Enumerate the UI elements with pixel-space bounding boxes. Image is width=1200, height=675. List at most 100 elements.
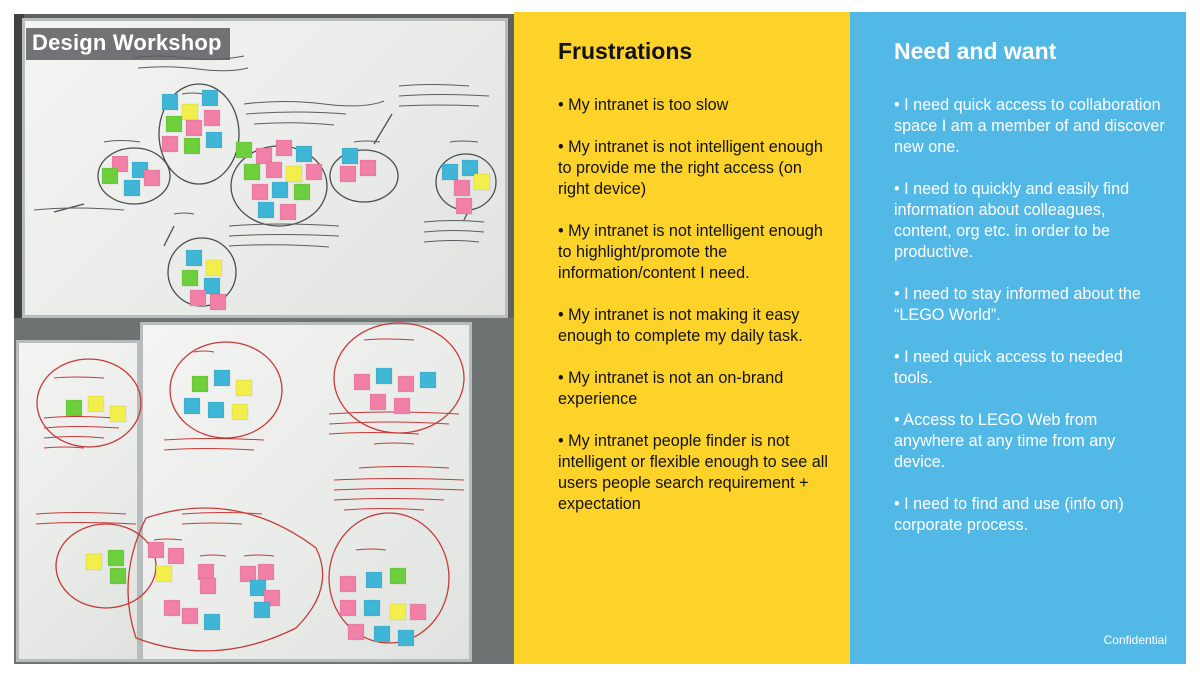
sticky-note xyxy=(375,367,393,385)
sticky-note xyxy=(359,159,377,177)
sticky-note xyxy=(295,145,313,163)
sticky-note xyxy=(253,601,271,619)
sticky-note xyxy=(393,397,411,415)
whiteboard-photo-bottom xyxy=(14,318,514,664)
frustration-item: • My intranet is not an on-brand experie… xyxy=(558,369,784,408)
sticky-note xyxy=(341,147,359,165)
frustrations-list: • My intranet is too slow • My intranet … xyxy=(558,95,830,515)
need-item: • I need quick access to collaboration s… xyxy=(894,96,1165,156)
sticky-note xyxy=(441,163,459,181)
sticky-note xyxy=(409,603,427,621)
sticky-note xyxy=(107,549,125,567)
sticky-note xyxy=(257,563,275,581)
sticky-note xyxy=(65,399,83,417)
frustrations-panel: Frustrations • My intranet is too slow •… xyxy=(514,12,850,664)
sticky-note xyxy=(201,89,219,107)
need-item: • I need to find and use (info on) corpo… xyxy=(894,495,1124,534)
sticky-note xyxy=(473,173,491,191)
sticky-note xyxy=(203,613,221,631)
sticky-note xyxy=(189,289,207,307)
sticky-note xyxy=(209,293,227,311)
sticky-note xyxy=(101,167,119,185)
sticky-note xyxy=(161,135,179,153)
sticky-note xyxy=(163,599,181,617)
sticky-note xyxy=(143,169,161,187)
sticky-note xyxy=(203,277,221,295)
whiteboard-bottom-drawing xyxy=(35,322,465,652)
needs-title: Need and want xyxy=(894,38,1057,64)
sticky-note xyxy=(199,577,217,595)
sticky-note xyxy=(389,567,407,585)
sticky-note xyxy=(363,599,381,617)
sticky-note xyxy=(161,93,179,111)
sticky-note xyxy=(365,571,383,589)
need-item: • I need quick access to needed tools. xyxy=(894,348,1123,387)
whiteboard-left-panel xyxy=(16,340,140,662)
sticky-note xyxy=(293,183,311,201)
sticky-note xyxy=(255,147,273,165)
sticky-note xyxy=(205,131,223,149)
sticky-note xyxy=(155,565,173,583)
sticky-note xyxy=(235,141,253,159)
sticky-note xyxy=(165,115,183,133)
whiteboard-top-drawing xyxy=(33,55,497,311)
sticky-note xyxy=(191,375,209,393)
sticky-note xyxy=(243,163,261,181)
sticky-note xyxy=(197,563,215,581)
sticky-note xyxy=(419,371,437,389)
sticky-note xyxy=(285,165,303,183)
sticky-note xyxy=(389,603,407,621)
sticky-note xyxy=(183,397,201,415)
sticky-note xyxy=(205,259,223,277)
sticky-note xyxy=(147,541,165,559)
workshop-photos: Design Workshop xyxy=(14,14,514,664)
sticky-note xyxy=(123,179,141,197)
frustration-item: • My intranet is not intelligent enough … xyxy=(558,138,823,198)
sticky-note xyxy=(109,567,127,585)
sticky-note xyxy=(167,547,185,565)
sticky-note xyxy=(87,395,105,413)
sticky-note xyxy=(305,163,323,181)
sticky-note xyxy=(239,565,257,583)
sticky-note xyxy=(275,139,293,157)
sticky-note xyxy=(461,159,479,177)
sticky-note xyxy=(369,393,387,411)
confidential-label: Confidential xyxy=(1103,633,1167,647)
sticky-note xyxy=(453,179,471,197)
sticky-note xyxy=(455,197,473,215)
sticky-note xyxy=(213,369,231,387)
sticky-note xyxy=(183,137,201,155)
sticky-note xyxy=(235,379,253,397)
sticky-note xyxy=(251,183,269,201)
sticky-note xyxy=(231,403,249,421)
sticky-note xyxy=(85,553,103,571)
sticky-note xyxy=(397,375,415,393)
sticky-note xyxy=(257,201,275,219)
need-item: • I need to stay informed about the “LEG… xyxy=(894,285,1141,324)
sticky-note xyxy=(373,625,391,643)
frustration-item: • My intranet is too slow xyxy=(558,96,729,114)
frustrations-title: Frustrations xyxy=(558,38,693,64)
sticky-note xyxy=(207,401,225,419)
sticky-note xyxy=(249,579,267,597)
needs-list: • I need quick access to collaboration s… xyxy=(894,95,1166,536)
sticky-note xyxy=(185,119,203,137)
sticky-note xyxy=(339,575,357,593)
sticky-note xyxy=(181,607,199,625)
sticky-note xyxy=(339,165,357,183)
sticky-note xyxy=(397,629,415,647)
frustration-item: • My intranet is not making it easy enou… xyxy=(558,306,803,345)
sticky-note xyxy=(265,161,283,179)
sticky-note xyxy=(339,599,357,617)
frustration-item: • My intranet is not intelligent enough … xyxy=(558,222,823,282)
photo-title: Design Workshop xyxy=(26,28,230,60)
sticky-note xyxy=(353,373,371,391)
sticky-note xyxy=(109,405,127,423)
sticky-note xyxy=(181,269,199,287)
sticky-note xyxy=(181,103,199,121)
sticky-note xyxy=(203,109,221,127)
sticky-note xyxy=(279,203,297,221)
need-item: • Access to LEGO Web from anywhere at an… xyxy=(894,411,1116,471)
needs-panel: Need and want • I need quick access to c… xyxy=(850,12,1186,664)
whiteboard-photo-top: Design Workshop xyxy=(14,14,514,318)
